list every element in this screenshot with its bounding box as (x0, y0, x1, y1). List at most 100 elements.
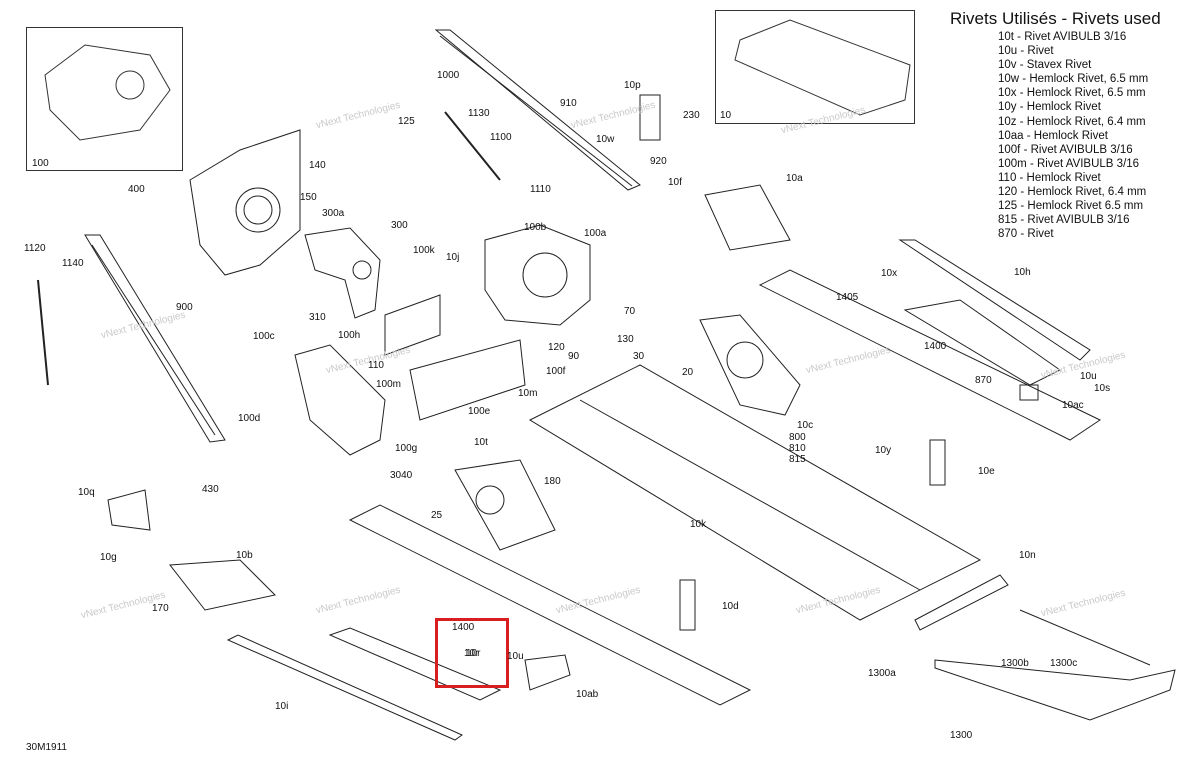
legend-item: 110 - Hemlock Rivet (998, 171, 1101, 184)
callout-900: 900 (176, 302, 193, 313)
callout-10c: 10c (797, 420, 814, 431)
callout-1140: 1140 (62, 258, 84, 269)
callout-1100: 1100 (490, 132, 512, 143)
callout-100d: 100d (238, 413, 261, 424)
callout-180: 180 (544, 476, 561, 487)
callout-10h: 10h (1014, 267, 1031, 278)
callout-800: 800 (789, 432, 806, 443)
callout-90: 90 (568, 351, 580, 362)
callout-300: 300 (391, 220, 408, 231)
callout-310: 310 (309, 312, 326, 323)
callout-125: 125 (398, 116, 415, 127)
callout-1300b: 1300b (1001, 658, 1029, 669)
callout-25: 25 (431, 510, 443, 521)
callout-1130: 1130 (468, 108, 490, 119)
bracket-10b (169, 559, 277, 611)
legend-item: 100f - Rivet AVIBULB 3/16 (998, 143, 1133, 156)
highlight-box (435, 618, 509, 688)
callout-10ab: 10ab (576, 689, 599, 700)
callout-150: 150 (300, 192, 317, 203)
bracket-10a (704, 184, 791, 251)
callout-910: 910 (560, 98, 577, 109)
callout-10e: 10e (978, 466, 995, 477)
rail-10j (226, 634, 464, 741)
inset-10-tunnel (734, 19, 911, 116)
tunnel-10k (528, 364, 982, 621)
tube-900 (84, 234, 226, 443)
callout-10y: 10y (875, 445, 892, 456)
callout-100f: 100f (546, 366, 566, 377)
plate-10x-right (903, 299, 1061, 386)
callout-1300a: 1300a (868, 668, 896, 679)
callout-10s: 10s (1094, 383, 1111, 394)
legend-item: 125 - Hemlock Rivet 6.5 mm (998, 200, 1144, 213)
callout-870: 870 (975, 375, 992, 386)
inset-100-frame (44, 44, 171, 141)
callout-100h: 100h (338, 330, 361, 341)
plate-100h (384, 294, 441, 356)
legend-item: 815 - Rivet AVIBULB 3/16 (998, 214, 1130, 227)
callout-120: 120 (548, 342, 565, 353)
highlight-label-10u: 10u (507, 651, 524, 662)
callout-300a: 300a (322, 208, 345, 219)
callout-230: 230 (683, 110, 700, 121)
rod-1100 (444, 111, 501, 181)
legend-item: 10y - Hemlock Rivet (998, 101, 1101, 114)
bracket-300 (304, 227, 381, 319)
callout-100g: 100g (395, 443, 418, 454)
callout-10n: 10n (1019, 550, 1036, 561)
callout-10ac: 10ac (1062, 400, 1084, 411)
plate-20 (699, 314, 801, 416)
callout-1300c: 1300c (1050, 658, 1078, 669)
inset-box-100 (26, 27, 183, 171)
callout-10u: 10u (1080, 371, 1097, 382)
callout-10q: 10q (78, 487, 95, 498)
callout-1400: 1400 (924, 341, 947, 352)
callout-100m: 100m (376, 379, 402, 390)
diagram-code: 30M1911 (26, 742, 67, 753)
legend-title: Rivets Utilisés - Rivets used (950, 9, 1161, 28)
legend-item: 10aa - Hemlock Rivet (998, 129, 1108, 142)
legend-item: 10v - Stavex Rivet (998, 59, 1092, 72)
callout-70: 70 (624, 306, 636, 317)
legend-item: 10w - Hemlock Rivet, 6.5 mm (998, 73, 1149, 86)
callout-815: 815 (789, 454, 806, 465)
callout-10i: 10i (275, 701, 289, 712)
legend-item: 870 - Rivet (998, 228, 1054, 241)
panel-1405 (758, 269, 1102, 441)
callout-1110: 1110 (530, 184, 551, 195)
callout-10b: 10b (236, 550, 253, 561)
ski-1300 (934, 659, 1176, 721)
callout-10f: 10f (668, 177, 682, 188)
callout-20: 20 (682, 367, 694, 378)
callout-100e: 100e (468, 406, 491, 417)
callout-1405: 1405 (836, 292, 859, 303)
legend-item: 10u - Rivet (998, 45, 1054, 58)
callout-10t: 10t (474, 437, 488, 448)
legend-item: 100m - Rivet AVIBULB 3/16 (998, 157, 1140, 170)
callout-130: 130 (617, 334, 634, 345)
plate-10x-low (328, 627, 502, 701)
callout-810: 810 (789, 443, 806, 454)
front-frame-400 (189, 129, 301, 276)
callout-30: 30 (633, 351, 645, 362)
legend-item: 120 - Hemlock Rivet, 6.4 mm (998, 186, 1147, 199)
callout-400: 400 (128, 184, 145, 195)
plate-10p (639, 94, 661, 141)
inset-box-10 (715, 10, 915, 124)
callout-10w: 10w (596, 134, 615, 145)
bracket-10ac (1019, 384, 1039, 401)
plate-10k-small (454, 459, 556, 551)
callout-100: 100 (32, 158, 49, 169)
rail-10h (898, 239, 1091, 361)
callout-1000: 1000 (437, 70, 460, 81)
callout-10g: 10g (100, 552, 117, 563)
callout-110: 110 (368, 360, 384, 371)
plate-10d (679, 579, 696, 631)
callout-10p: 10p (624, 80, 641, 91)
highlight-label-1400: 1400 (452, 622, 475, 633)
legend-item: 10z - Hemlock Rivet, 6.4 mm (998, 115, 1146, 128)
legend-item: 10t - Rivet AVIBULB 3/16 (998, 31, 1127, 43)
